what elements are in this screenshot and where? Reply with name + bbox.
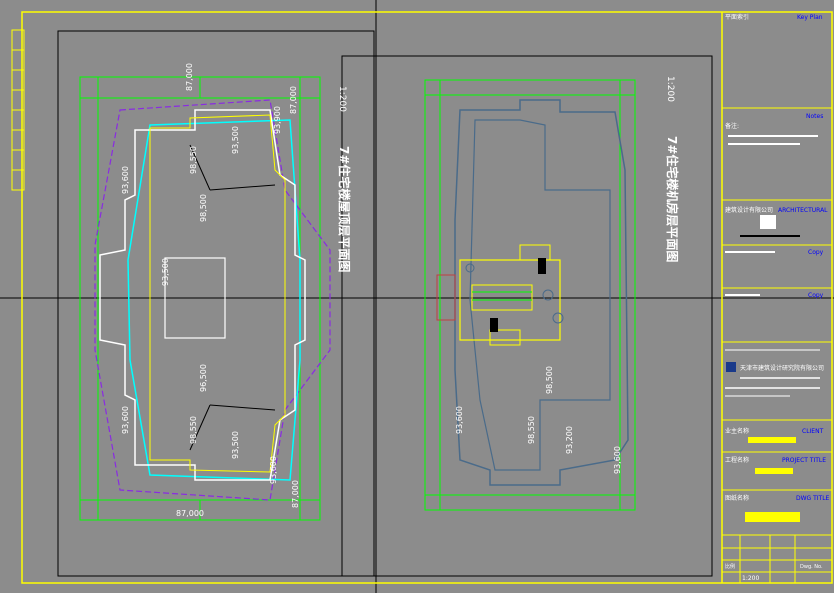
left-elev-3: 98,550 <box>189 146 198 174</box>
right-elev-2: 93,600 <box>455 406 464 434</box>
left-viewport-frame <box>57 30 375 577</box>
key-plan-label: 平面索引 <box>725 13 749 21</box>
drawing-label-en: DWG TITLE <box>796 495 830 502</box>
right-roof-inner <box>469 119 611 471</box>
right-viewport-frame <box>341 55 713 577</box>
company-name: 天津市建筑设计研究院有限公司 <box>740 364 824 372</box>
left-dim-bot-b: 87,000 <box>291 480 300 508</box>
sheet-frame <box>21 11 833 584</box>
right-elev-3: 98,550 <box>527 416 536 444</box>
left-elev-2: 93,500 <box>231 126 240 154</box>
drawing-label: 图纸名称 <box>725 494 749 502</box>
left-elev-10: 93,500 <box>231 431 240 459</box>
left-elev-8: 93,600 <box>121 166 130 194</box>
left-dim-top-a: 87,000 <box>185 63 194 91</box>
drawing-value-bar <box>745 512 800 522</box>
right-plan-scale: 1:200 <box>665 76 675 102</box>
dwg-number-label: Dwg. No. <box>800 564 823 570</box>
left-dim-bot-a: 87,000 <box>176 509 204 518</box>
left-elev-5: 93,500 <box>161 258 170 286</box>
left-elev-11: 93,600 <box>269 456 278 484</box>
right-roof-outline <box>454 99 629 486</box>
left-elev-7: 98,550 <box>189 416 198 444</box>
copy-label-1: Copy <box>808 249 824 256</box>
right-elev-1: 98,500 <box>545 366 554 394</box>
notes-label-cn: 备注: <box>725 122 739 130</box>
design-company-label: 建筑设计有限公司 <box>725 206 773 214</box>
left-elev-4: 98,500 <box>199 194 208 222</box>
right-dimension-lines <box>424 79 636 511</box>
left-dim-top-b: 87,000 <box>289 86 298 114</box>
key-plan-label-en: Key Plan <box>797 14 823 21</box>
left-core <box>164 257 226 339</box>
right-plan-title: 7#住宅楼机房层平面图 <box>665 136 680 262</box>
revision-strip <box>11 29 25 191</box>
left-plan-scale: 1:200 <box>337 86 347 112</box>
left-plan-title: 7#住宅楼屋顶层平面图 <box>337 146 352 272</box>
left-walls-yellow <box>149 114 286 473</box>
title-block[interactable]: 平面索引 Key Plan Notes 备注: 建筑设计有限公司 ARCHITE… <box>721 12 832 583</box>
left-parapet-cyan <box>127 119 301 481</box>
left-elev-1: 93,900 <box>273 106 282 134</box>
notes-label-en: Notes <box>806 113 823 120</box>
scale-value: 1:200 <box>742 575 759 582</box>
scale-label: 比例 <box>725 563 735 570</box>
left-elev-6: 96,500 <box>199 364 208 392</box>
project-value-bar <box>755 468 793 474</box>
machine-room-core <box>436 244 564 346</box>
right-elev-4: 93,200 <box>565 426 574 454</box>
left-floor-plan[interactable]: 87,000 87,000 87,000 87,000 93,900 93,50… <box>79 63 352 521</box>
right-elev-5: 93,600 <box>613 446 622 474</box>
architectural-label: ARCHITECTURAL <box>778 207 828 214</box>
right-floor-plan[interactable]: 98,500 93,600 98,550 93,200 93,600 7#住宅楼… <box>424 76 680 511</box>
client-label-en: CLIENT <box>802 428 824 435</box>
project-label: 工程名称 <box>725 456 749 464</box>
design-stamp <box>760 215 776 229</box>
client-value-bar <box>748 437 796 443</box>
project-label-en: PROJECT TITLE <box>782 457 826 464</box>
left-elev-9: 93,600 <box>121 406 130 434</box>
left-roof-outline-dashed <box>94 99 331 501</box>
copy-label-2: Copy <box>808 292 824 299</box>
company-logo <box>726 362 736 372</box>
client-label: 业主名称 <box>725 427 749 435</box>
